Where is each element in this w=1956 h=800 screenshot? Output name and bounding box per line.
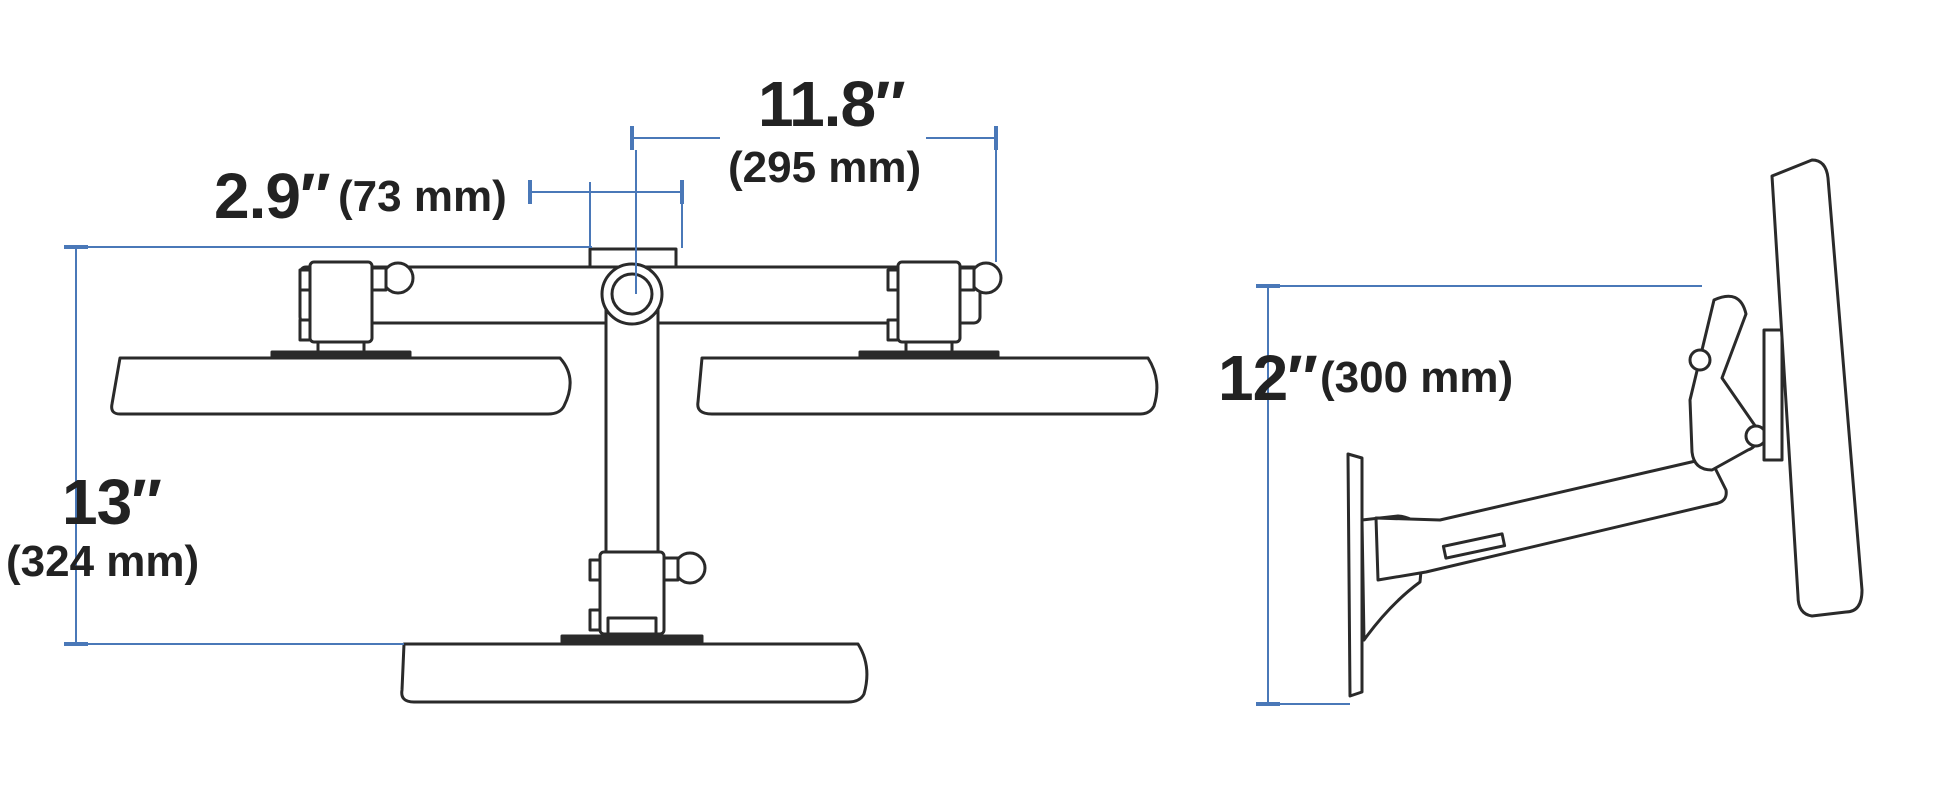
vesa-plate: [1762, 328, 1784, 462]
arm-span-metric: (295 mm): [728, 143, 922, 192]
left-monitor: [110, 356, 572, 416]
side-height-metric: (300 mm): [1320, 353, 1514, 402]
side-monitor: [1770, 158, 1864, 618]
arm-span-value: 11.8″: [758, 68, 906, 140]
height-value: 13″: [62, 466, 162, 538]
front-dimension-lines: [64, 126, 998, 646]
right-monitor-clamp: [858, 260, 1003, 360]
side-dimension-lines: [1256, 284, 1702, 706]
wall-plate: [1346, 452, 1364, 698]
arm-offset-metric: (73 mm): [338, 172, 507, 221]
bottom-monitor-clamp: [560, 550, 707, 644]
side-view-mount: [1346, 158, 1864, 698]
height-metric: (324 mm): [6, 537, 200, 586]
front-view-mount: [110, 247, 1159, 704]
extension-arm: [1374, 457, 1728, 582]
right-monitor: [696, 356, 1159, 416]
bottom-monitor: [400, 642, 869, 704]
arm-offset-value: 2.9″: [214, 160, 331, 232]
side-height-value: 12″: [1218, 342, 1318, 414]
